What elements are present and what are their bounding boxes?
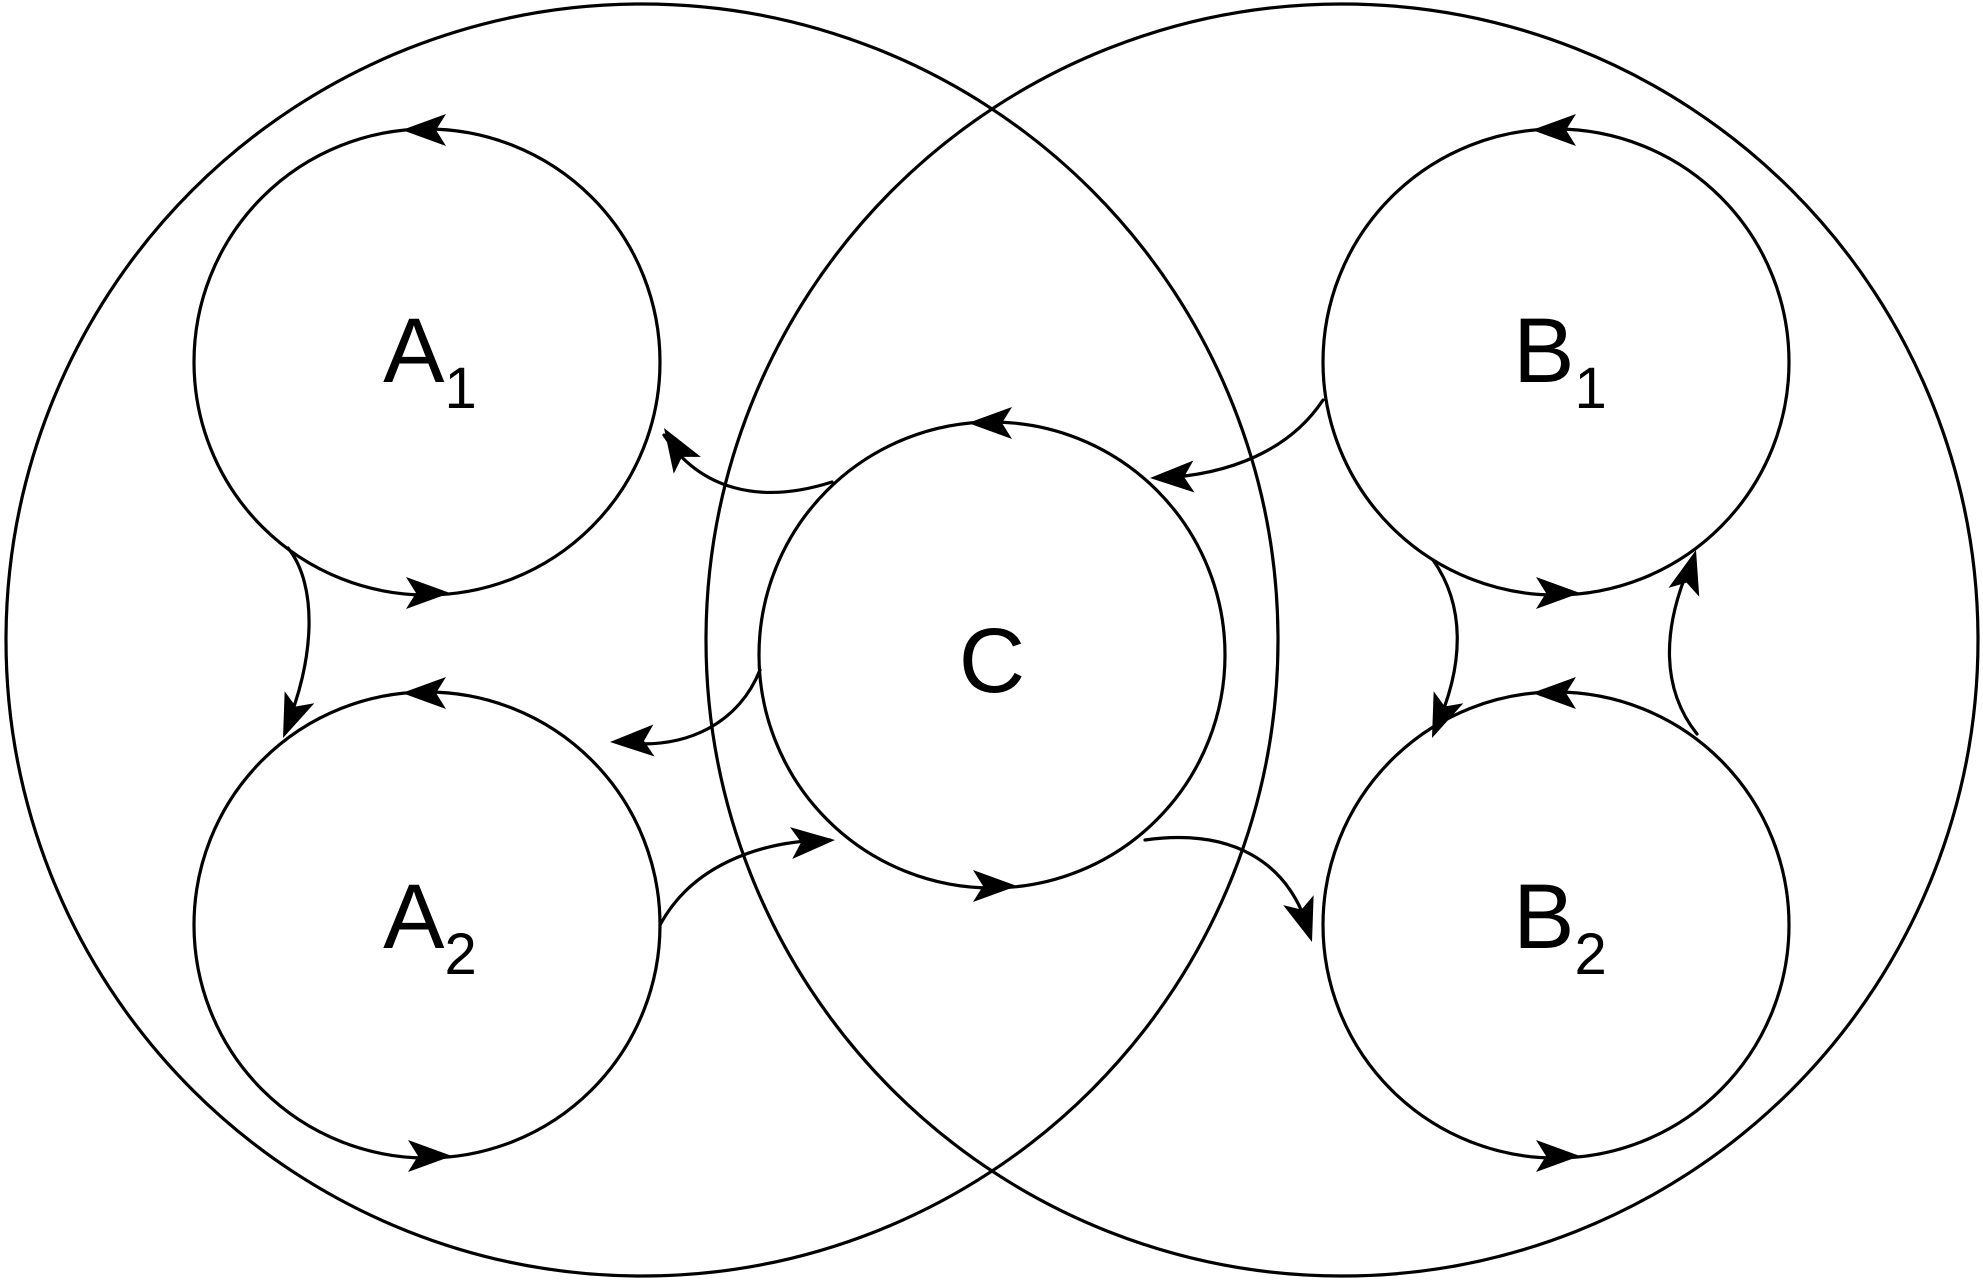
node-a2-subscript: 2	[445, 922, 477, 987]
node-c-letter: C	[959, 610, 1025, 712]
left-outer-circle	[4, 2, 1280, 1278]
arrowhead-a1-to-a2	[283, 691, 315, 738]
arrowhead-b2-top	[1532, 677, 1576, 709]
arc-a1-to-a2	[283, 546, 311, 732]
arrowhead-b2-bottom	[1536, 1140, 1580, 1172]
right-outer-circle	[704, 2, 1980, 1278]
arrowhead-b1-to-b2	[1432, 691, 1464, 738]
arrowhead-a2-to-c	[789, 827, 835, 860]
node-a1-label: A1	[383, 300, 477, 421]
arrowhead-b1-top	[1532, 114, 1576, 146]
arrowhead-b1-bottom	[1536, 577, 1580, 609]
arrowhead-c-to-a1	[664, 428, 701, 474]
node-c-label: C	[959, 610, 1025, 712]
node-b2-subscript: 2	[1575, 922, 1607, 987]
arrowhead-b2-to-b1	[1668, 550, 1700, 597]
arc-b1-to-c	[1158, 398, 1325, 480]
arc-c-to-a1	[662, 433, 834, 494]
node-a1-letter: A	[383, 300, 445, 402]
arrowhead-c-bottom	[973, 870, 1017, 902]
node-b1-letter: B	[1513, 300, 1574, 402]
node-a2-label: A2	[383, 866, 477, 987]
arrowhead-a1-top	[402, 114, 446, 146]
node-a1-subscript: 1	[445, 356, 477, 421]
node-b2: B2	[1321, 690, 1791, 1160]
node-b2-label: B2	[1513, 866, 1607, 987]
node-b2-letter: B	[1513, 866, 1574, 968]
node-b1-label: B1	[1513, 300, 1607, 421]
arrowhead-c-top	[968, 407, 1012, 439]
arrowhead-b1-to-c	[1150, 460, 1195, 493]
arrowhead-c-to-a2	[610, 724, 655, 757]
arrowhead-c-to-b2	[1283, 895, 1314, 942]
node-b1-subscript: 1	[1575, 356, 1607, 421]
node-b1: B1	[1321, 127, 1791, 597]
arrowhead-a2-bottom	[408, 1140, 452, 1172]
arc-c-to-b2	[1143, 835, 1312, 937]
node-a2: A2	[192, 690, 662, 1160]
arrowhead-a1-bottom	[406, 577, 450, 609]
arrowhead-a2-top	[402, 677, 446, 709]
node-c: C	[757, 420, 1227, 890]
node-a1: A1	[192, 127, 662, 597]
node-a2-letter: A	[383, 866, 445, 968]
